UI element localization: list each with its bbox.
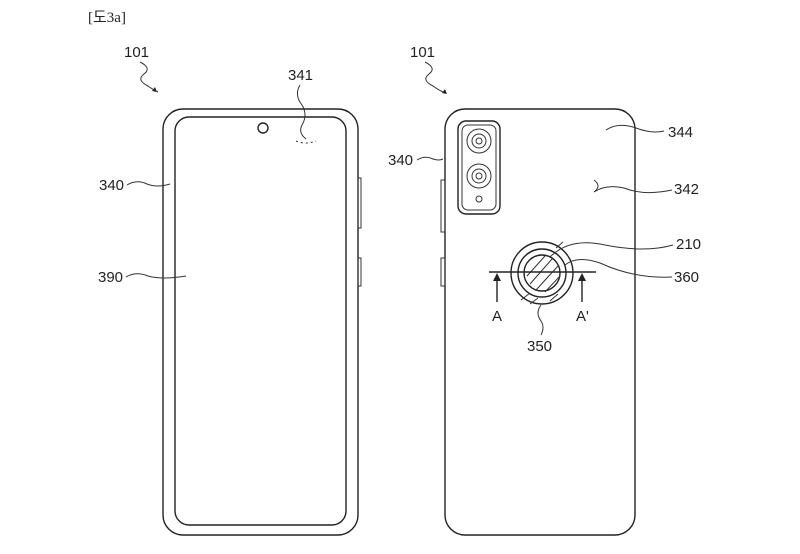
sensor-assembly	[510, 241, 574, 305]
side-button	[440, 257, 446, 287]
arrow-head-icon	[442, 89, 447, 94]
leader-340-rear	[416, 156, 444, 161]
camera-lens-icon	[466, 128, 492, 154]
ref-101-rear: 101	[410, 44, 435, 61]
ref-360: 360	[674, 269, 699, 286]
display-area	[174, 116, 347, 526]
ref-340-rear: 340	[388, 152, 413, 169]
label-a-prime: A'	[576, 308, 589, 325]
flash-icon	[475, 195, 483, 203]
front-view: 101 341 340 390	[98, 44, 362, 536]
side-button	[357, 177, 362, 229]
ref-342: 342	[674, 181, 699, 198]
leader-340-front	[126, 181, 171, 187]
leader-390	[125, 273, 187, 279]
ref-341: 341	[288, 67, 313, 84]
leader-350	[537, 304, 544, 336]
leader-360	[564, 259, 673, 278]
ref-101-front: 101	[124, 44, 149, 61]
leader-344	[605, 124, 665, 133]
camera-module	[457, 120, 501, 215]
leader-341-tip	[295, 140, 317, 144]
ref-210: 210	[676, 236, 701, 253]
ref-390: 390	[98, 269, 123, 286]
figure-label: [도3a]	[88, 10, 126, 26]
leader-341	[296, 84, 307, 140]
camera-module-inner	[461, 124, 497, 211]
camera-lens-icon	[466, 163, 492, 189]
leader-101-front	[139, 61, 159, 93]
side-button	[440, 179, 446, 233]
ref-340-front: 340	[99, 177, 124, 194]
arrow-up-icon	[578, 273, 586, 281]
leader-101-rear	[424, 61, 444, 93]
leader-210	[549, 242, 674, 258]
arrow-up-icon	[493, 273, 501, 281]
label-a: A	[492, 308, 502, 325]
ref-344: 344	[668, 124, 693, 141]
front-camera-hole	[257, 122, 269, 134]
ref-350: 350	[527, 338, 552, 355]
phone-rear-outer	[444, 108, 636, 536]
leader-342	[593, 179, 673, 194]
rear-view: 101 A A' 340 344 342	[388, 44, 701, 536]
phone-front-outer	[162, 108, 359, 536]
side-button	[357, 257, 362, 287]
arrow-head-icon	[152, 87, 157, 92]
